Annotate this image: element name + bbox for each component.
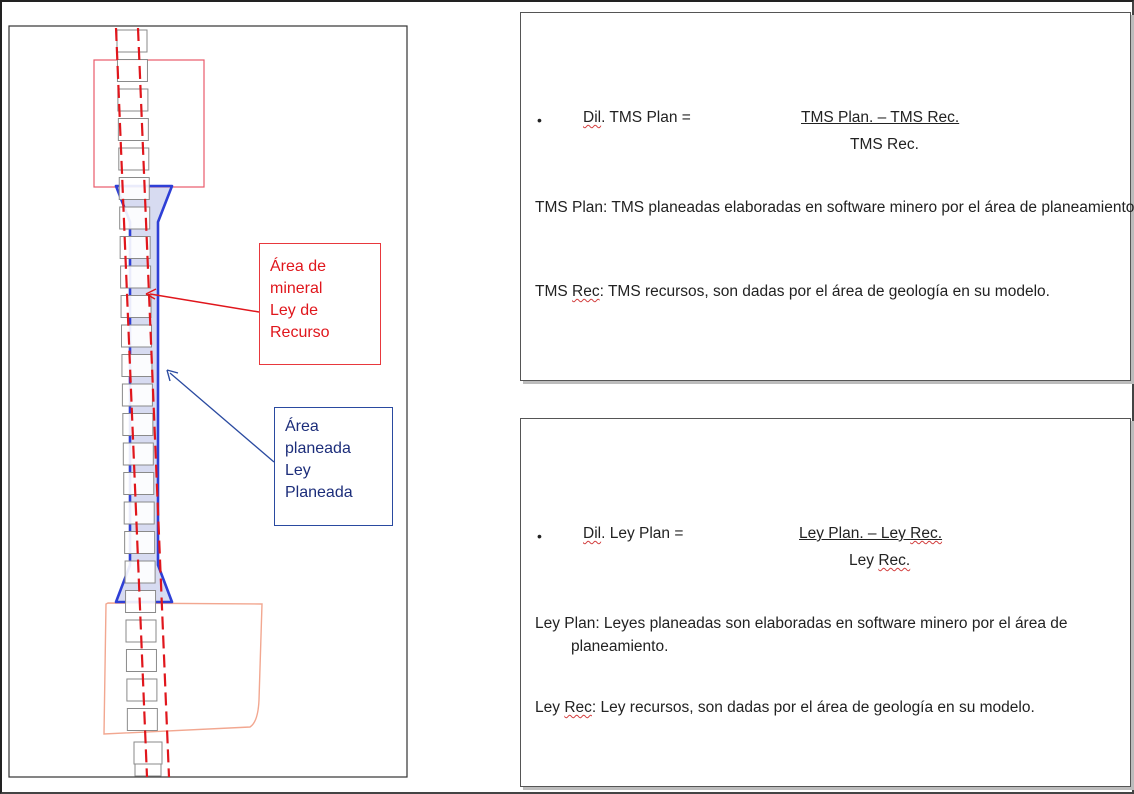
tms-dilution-panel: • Dil. TMS Plan = TMS Plan. – TMS Rec. T… bbox=[520, 12, 1134, 381]
stope-block bbox=[123, 501, 155, 525]
stope-block bbox=[117, 88, 149, 112]
tms-formula-numerator: TMS Plan. – TMS Rec. bbox=[801, 109, 960, 126]
planned-label-line-1: Área bbox=[285, 418, 319, 435]
tms-rec-def-a: TMS bbox=[535, 283, 573, 300]
mineral-label-line-3: Ley de bbox=[270, 302, 319, 319]
planned-label-line-4: Planeada bbox=[285, 484, 353, 501]
ley-numerator-a: Ley Plan. – Ley bbox=[799, 525, 911, 542]
planned-label-line-3: Ley bbox=[285, 462, 311, 479]
ley-rec-def-abbrev: Rec bbox=[564, 699, 592, 716]
ley-formula-numerator: Ley Plan. – Ley Rec. bbox=[799, 525, 942, 543]
tms-rec-definition: TMS Rec: TMS recursos, son dadas por el … bbox=[535, 280, 1134, 303]
ley-dilution-panel: • Dil. Ley Plan = Ley Plan. – Ley Rec. L… bbox=[520, 418, 1131, 787]
stope-block bbox=[119, 206, 151, 230]
ley-formula-name: Dil. Ley Plan = bbox=[583, 525, 683, 543]
stope-block bbox=[134, 763, 162, 777]
stope-block bbox=[118, 177, 150, 200]
stope-block bbox=[126, 708, 158, 731]
tms-formula-name: Dil. TMS Plan = bbox=[583, 109, 691, 127]
tms-dil-abbrev: Dil bbox=[583, 109, 602, 126]
mineral-label-line-2: mineral bbox=[270, 280, 323, 297]
resource-boundary-right bbox=[136, 27, 171, 778]
stope-block bbox=[117, 118, 149, 141]
resource-boundary-left bbox=[114, 27, 149, 778]
mineral-arrow-line bbox=[149, 293, 260, 313]
ley-formula-rest: . Ley Plan = bbox=[601, 525, 684, 542]
ley-plan-definition: Ley Plan: Leyes planeadas son elaboradas… bbox=[535, 615, 1068, 655]
ley-rec-definition: Ley Rec: Ley recursos, son dadas por el … bbox=[535, 696, 1125, 719]
stope-block bbox=[123, 472, 155, 495]
ley-denominator-rec: Rec. bbox=[878, 552, 911, 569]
stope-block bbox=[120, 265, 152, 289]
stope-block bbox=[118, 147, 150, 171]
mineral-label-line-4: Recurso bbox=[270, 324, 330, 341]
ley-dil-abbrev: Dil bbox=[583, 525, 602, 542]
diagram-frame bbox=[8, 25, 408, 778]
stope-block bbox=[133, 741, 163, 765]
planned-area-callout: Área planeada Ley Planeada bbox=[274, 407, 393, 526]
stope-block bbox=[122, 442, 154, 466]
stope-block bbox=[120, 295, 152, 318]
planned-arrow-head bbox=[166, 369, 179, 382]
ley-numerator-rec: Rec. bbox=[910, 525, 943, 542]
mineral-area-callout: Área de mineral Ley de Recurso bbox=[259, 243, 381, 365]
planned-arrow-line bbox=[169, 372, 275, 463]
stope-block bbox=[116, 29, 148, 53]
stope-block bbox=[116, 59, 148, 82]
tms-plan-definition: TMS Plan: TMS planeadas elaboradas en so… bbox=[535, 199, 1134, 216]
tms-bullet: • bbox=[537, 112, 542, 128]
stope-block bbox=[124, 560, 156, 584]
ley-rec-def-a: Ley bbox=[535, 699, 565, 716]
tms-formula-rest: . TMS Plan = bbox=[601, 109, 691, 126]
ley-bullet: • bbox=[537, 528, 542, 544]
ley-formula-denominator: Ley Rec. bbox=[849, 552, 910, 570]
lower-block bbox=[103, 602, 263, 735]
tms-rec-def-abbrev: Rec bbox=[572, 283, 600, 300]
stope-block bbox=[126, 678, 158, 702]
stope-block bbox=[122, 413, 154, 436]
stope-block bbox=[121, 383, 153, 407]
stope-block bbox=[124, 531, 156, 554]
stope-diagram bbox=[8, 25, 408, 778]
mineral-arrow-head bbox=[145, 288, 157, 300]
ley-rec-def-c: : Ley recursos, son dadas por el área de… bbox=[591, 699, 1035, 716]
planned-label-line-2: planeada bbox=[285, 440, 351, 457]
stope-block bbox=[121, 324, 152, 348]
stope-block bbox=[121, 354, 153, 377]
tms-rec-def-c: : TMS recursos, son dadas por el área de… bbox=[599, 283, 1050, 300]
tms-formula-denominator: TMS Rec. bbox=[850, 136, 919, 153]
stope-block bbox=[119, 236, 151, 259]
ley-denominator-a: Ley bbox=[849, 552, 879, 569]
mineral-label-line-1: Área de bbox=[270, 258, 327, 275]
